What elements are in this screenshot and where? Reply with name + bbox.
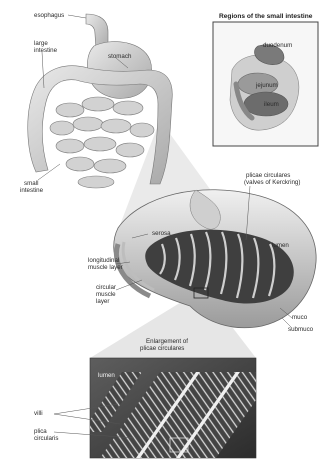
label-longitudinal-2: muscle layer [88, 264, 123, 271]
label-enlargement-2: plicae circulares [140, 345, 184, 352]
label-small-intestine-1: small [24, 180, 38, 187]
label-mucosa: muco [292, 314, 307, 321]
label-circular-2: muscle [96, 291, 116, 298]
label-stomach: stomach [108, 53, 131, 60]
label-circular-1: circular [96, 284, 116, 291]
intestine-cross-section [114, 190, 316, 328]
label-plicae-2: (valves of Kerckring) [244, 179, 300, 186]
label-submucosa: submuco [288, 326, 313, 333]
label-duodenum: duodenum [263, 42, 292, 49]
label-plica-1: plica [34, 428, 47, 435]
label-large-intestine-2: intestine [34, 47, 57, 54]
label-plica-2: circularis [34, 435, 58, 442]
inset-title: Regions of the small intestine [219, 13, 312, 20]
label-lumen-enlargement: lumen [98, 372, 115, 379]
small-intestine-coils [50, 97, 154, 188]
label-ileum: ileum [264, 101, 279, 108]
label-small-intestine-2: intestine [20, 187, 43, 194]
label-enlargement-1: Enlargement of [146, 338, 188, 345]
label-esophagus: esophagus [34, 12, 64, 19]
label-large-intestine-1: large [34, 40, 48, 47]
label-circular-3: layer [96, 298, 109, 305]
label-jejunum: jejunum [256, 82, 278, 89]
label-villi: villi [34, 410, 43, 417]
label-plicae-1: plicae circulares [246, 172, 290, 179]
label-longitudinal-1: longitudinal [88, 257, 119, 264]
label-serosa: serosa [152, 230, 171, 237]
label-lumen: lumen [272, 242, 289, 249]
